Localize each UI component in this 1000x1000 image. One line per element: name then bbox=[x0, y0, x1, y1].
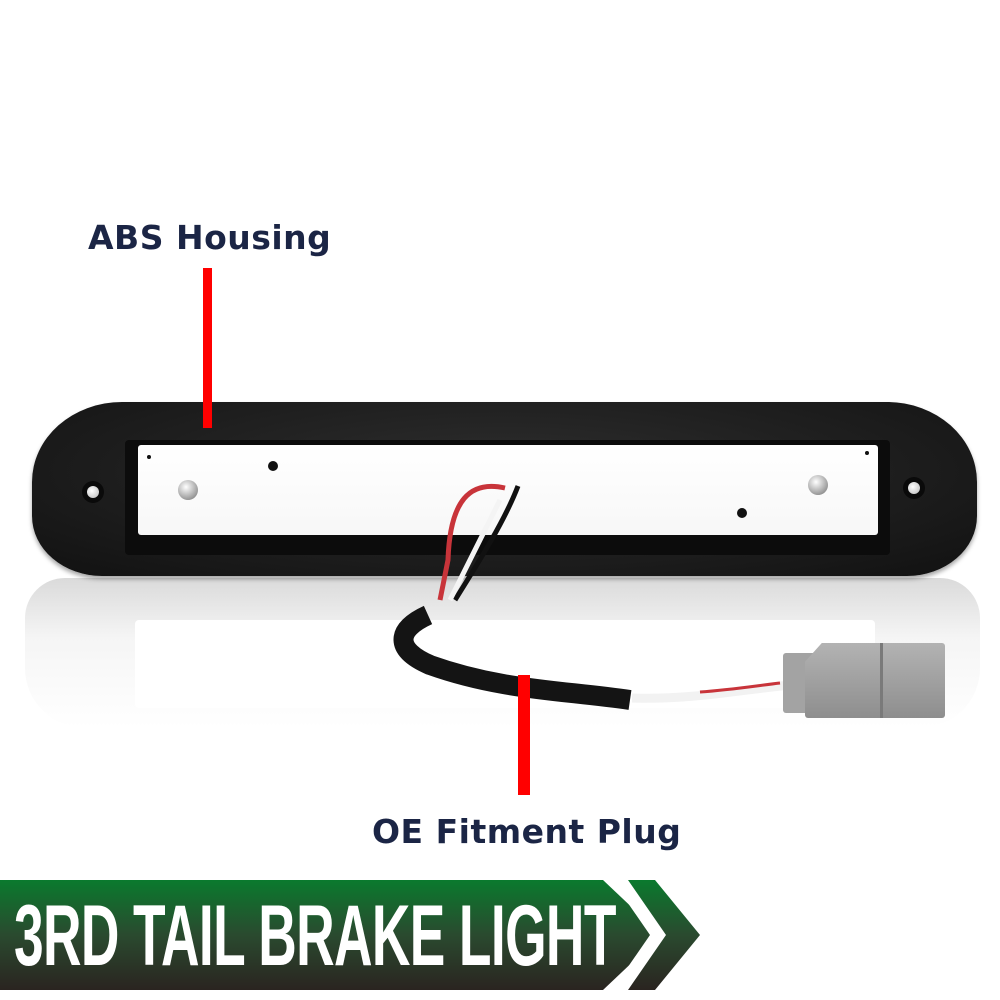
screw-left-icon bbox=[178, 480, 198, 500]
brake-light-lens bbox=[138, 445, 878, 535]
mounting-hole-left-icon bbox=[82, 481, 104, 503]
connector-seam bbox=[880, 643, 883, 718]
lens-dot bbox=[268, 461, 278, 471]
abs-housing-callout-line bbox=[203, 268, 212, 428]
lens-dot bbox=[737, 508, 747, 518]
screw-right-icon bbox=[808, 475, 828, 495]
oe-fitment-plug-label: OE Fitment Plug bbox=[372, 812, 682, 851]
mounting-hole-right-icon bbox=[903, 477, 925, 499]
banner-title: 3RD TAIL BRAKE LIGHT bbox=[14, 888, 616, 984]
lens-dot bbox=[865, 451, 869, 455]
lens-dot bbox=[147, 455, 151, 459]
oe-fitment-plug-connector bbox=[805, 643, 945, 718]
plug-callout-line bbox=[518, 675, 530, 795]
chevron-right-icon bbox=[612, 880, 700, 990]
abs-housing-label: ABS Housing bbox=[88, 218, 332, 257]
